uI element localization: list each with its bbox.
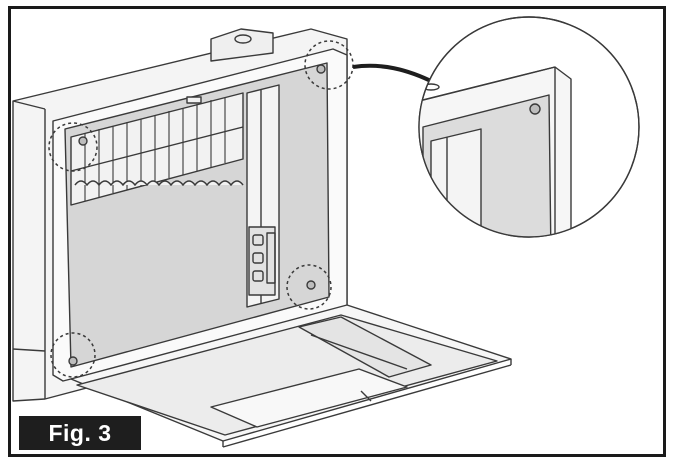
figure-frame: Fig. 3 bbox=[8, 6, 666, 457]
detail-leader-line bbox=[352, 63, 436, 85]
screw-set bbox=[68, 64, 326, 366]
wiring-channel bbox=[246, 84, 280, 308]
screw-callout-bottom-right bbox=[286, 264, 332, 310]
terminal-strip bbox=[70, 92, 244, 206]
figure-label: Fig. 3 bbox=[19, 416, 141, 450]
controller-cabinet-diagram bbox=[12, 16, 640, 448]
magnified-detail bbox=[418, 16, 640, 238]
screw-callout-bottom-left bbox=[50, 332, 96, 378]
screw-callout-top-left bbox=[48, 122, 98, 172]
open-door-panel bbox=[70, 304, 512, 448]
